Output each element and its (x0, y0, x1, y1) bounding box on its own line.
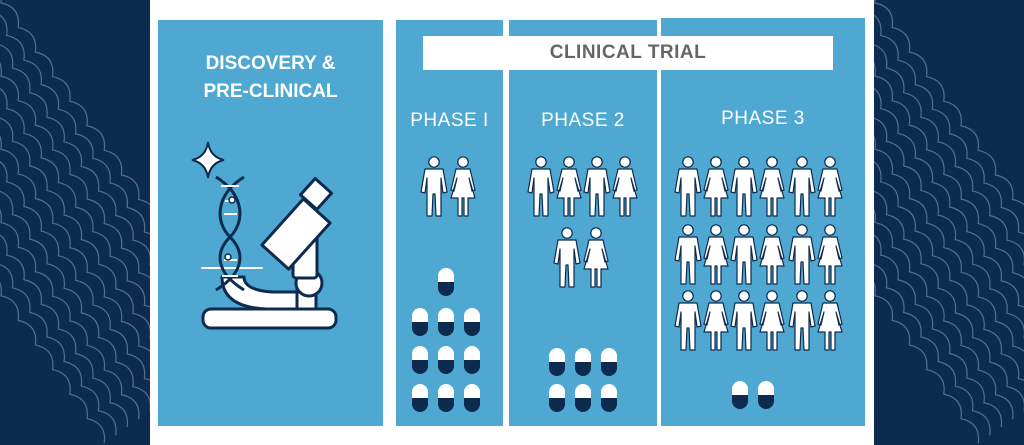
person-icon (553, 227, 581, 288)
wave-line (874, 41, 991, 436)
wave-line (874, 0, 1024, 388)
pill-icon (412, 308, 428, 336)
person-icon (730, 224, 758, 285)
wave-line (0, 25, 140, 420)
person-icon (703, 290, 729, 351)
wave-line (874, 25, 1014, 420)
person-icon (420, 156, 448, 217)
pill-icon (575, 384, 591, 412)
phase-3-label: PHASE 3 (721, 108, 805, 129)
pill-icon (758, 381, 774, 409)
microscope-icon (201, 176, 338, 330)
pill-icon (438, 268, 454, 296)
person-icon (703, 156, 729, 217)
person-icon (730, 290, 758, 351)
person-icon (759, 156, 785, 217)
sparkle-icon (191, 141, 225, 179)
pill-icon (549, 348, 565, 376)
person-icon (759, 224, 785, 285)
discovery-panel: DISCOVERY & PRE-CLINICAL (158, 20, 383, 426)
wave-line (874, 49, 980, 444)
pill-icon (464, 308, 480, 336)
wave-line (0, 0, 150, 380)
wave-line (0, 41, 117, 436)
wave-line (874, 0, 1024, 380)
wave-line (0, 0, 150, 356)
wave-line (874, 17, 1024, 412)
wave-line (0, 0, 150, 364)
wave-line (0, 33, 129, 428)
wave-line (874, 33, 1003, 428)
wave-line (0, 17, 150, 412)
pill-icon (464, 346, 480, 374)
pill-icon (464, 384, 480, 412)
discovery-title: DISCOVERY & PRE-CLINICAL (158, 50, 383, 106)
person-icon (817, 224, 843, 285)
wave-line (874, 9, 1024, 404)
clinical-trial-banner: CLINICAL TRIAL (423, 36, 833, 70)
phase-2-label: PHASE 2 (541, 110, 625, 131)
wave-line (874, 0, 1024, 347)
pill-icon (732, 381, 748, 409)
wave-line (0, 0, 150, 388)
people-layer (420, 156, 843, 351)
phase-1-label: PHASE I (410, 110, 489, 131)
wave-line (0, 49, 106, 444)
person-icon (817, 156, 843, 217)
clinical-trial-label: CLINICAL TRIAL (549, 42, 707, 63)
person-icon (817, 290, 843, 351)
wave-line (0, 0, 150, 347)
person-icon (759, 290, 785, 351)
pill-icon (438, 308, 454, 336)
pill-icon (575, 348, 591, 376)
pill-icon (601, 384, 617, 412)
person-icon (612, 156, 638, 217)
phase-3-panel: PHASE 3 (661, 18, 865, 426)
person-icon (583, 156, 611, 217)
discovery-title-line1: DISCOVERY & (205, 53, 336, 74)
pill-icon (549, 384, 565, 412)
pill-icon (412, 346, 428, 374)
person-icon (788, 156, 816, 217)
wave-pattern-right-svg (874, 0, 1024, 444)
person-icon (674, 224, 702, 285)
person-icon (788, 224, 816, 285)
wave-line (874, 0, 1024, 364)
dna-icon (215, 175, 245, 292)
person-icon (556, 156, 582, 217)
wave-line (874, 0, 1024, 356)
wave-pattern-left-svg (0, 0, 150, 444)
wave-line (874, 0, 1024, 372)
pill-icon (601, 348, 617, 376)
wave-pattern-left (0, 0, 150, 445)
pill-icon (438, 384, 454, 412)
person-icon (527, 156, 555, 217)
person-icon (703, 224, 729, 285)
wave-line (0, 0, 150, 372)
person-icon (674, 156, 702, 217)
person-icon (730, 156, 758, 217)
wave-line (874, 1, 1024, 396)
wave-pattern-right (874, 0, 1024, 445)
pill-icon (438, 346, 454, 374)
wave-line (0, 1, 150, 396)
pill-icon (412, 384, 428, 412)
person-icon (674, 290, 702, 351)
discovery-title-line2: PRE-CLINICAL (203, 81, 338, 102)
person-icon (788, 290, 816, 351)
person-icon (450, 156, 476, 217)
wave-line (0, 9, 150, 404)
person-icon (583, 227, 609, 288)
